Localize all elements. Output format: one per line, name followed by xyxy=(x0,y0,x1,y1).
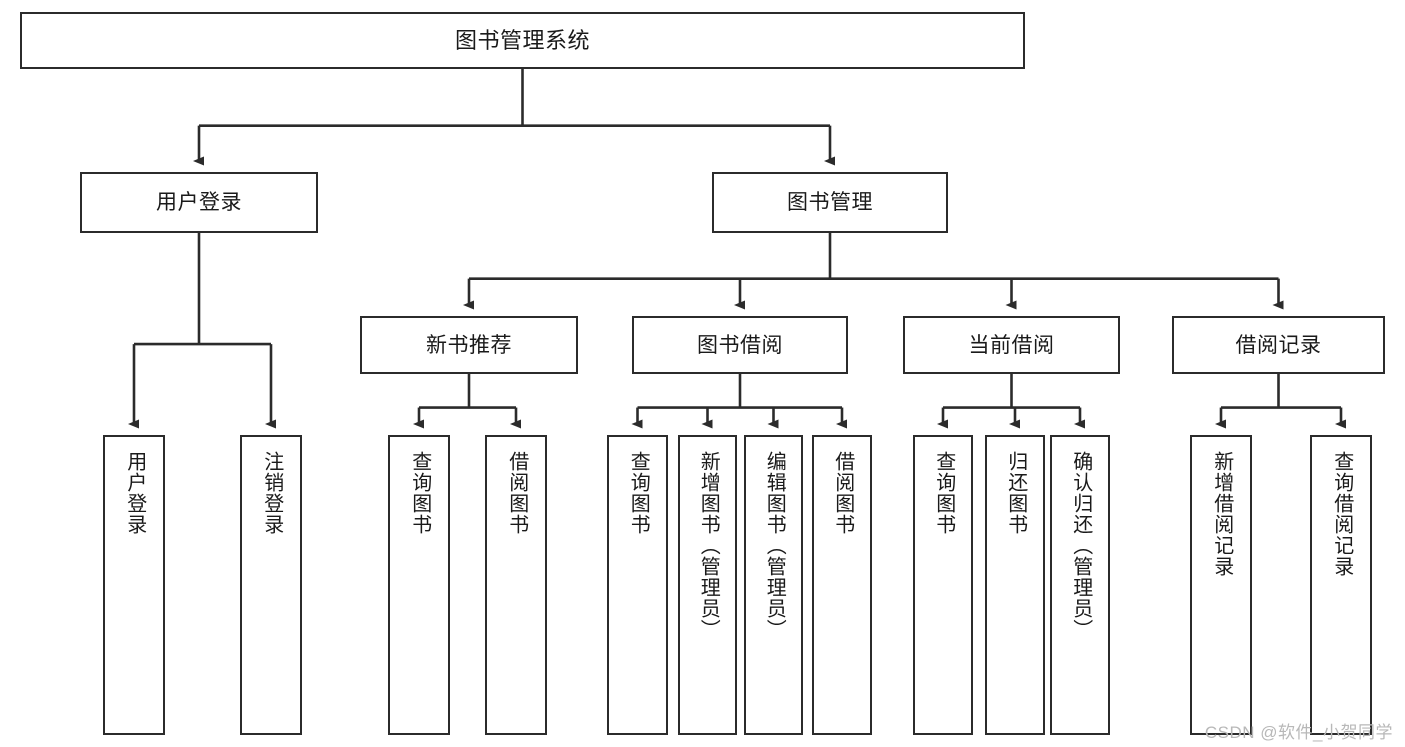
node-leaf-add-borrow-record[interactable]: 新增借阅记录 xyxy=(1190,435,1252,735)
node-leaf-logout-login[interactable]: 注销登录 xyxy=(240,435,302,735)
node-leaf-borrow-book-rec[interactable]: 借阅图书 xyxy=(485,435,547,735)
node-book-manage[interactable]: 图书管理 xyxy=(712,172,948,233)
node-leaf-query-book-borrow-label: 查询图书 xyxy=(627,451,650,535)
node-leaf-edit-book-admin[interactable]: 编辑图书（管理员） xyxy=(744,435,803,735)
node-leaf-confirm-return-admin-label: 确认归还（管理员） xyxy=(1069,451,1092,640)
node-borrow-record-label: 借阅记录 xyxy=(1235,333,1322,357)
node-leaf-query-book-current-label: 查询图书 xyxy=(932,451,955,535)
node-leaf-user-login-label: 用户登录 xyxy=(123,451,146,535)
node-leaf-add-borrow-record-label: 新增借阅记录 xyxy=(1210,451,1233,577)
node-leaf-query-book-rec[interactable]: 查询图书 xyxy=(388,435,450,735)
node-leaf-edit-book-admin-label: 编辑图书（管理员） xyxy=(763,451,786,640)
node-leaf-borrow-book-rec-label: 借阅图书 xyxy=(505,451,528,535)
node-leaf-logout-login-label: 注销登录 xyxy=(260,451,283,535)
node-user-login[interactable]: 用户登录 xyxy=(80,172,318,233)
node-leaf-return-book[interactable]: 归还图书 xyxy=(985,435,1045,735)
node-current-borrow-label: 当前借阅 xyxy=(968,333,1055,357)
node-leaf-confirm-return-admin[interactable]: 确认归还（管理员） xyxy=(1050,435,1110,735)
node-leaf-query-borrow-record[interactable]: 查询借阅记录 xyxy=(1310,435,1372,735)
node-leaf-query-book-borrow[interactable]: 查询图书 xyxy=(607,435,668,735)
node-root[interactable]: 图书管理系统 xyxy=(20,12,1025,69)
node-leaf-query-book-current[interactable]: 查询图书 xyxy=(913,435,973,735)
node-new-book-recommend[interactable]: 新书推荐 xyxy=(360,316,578,374)
node-borrow-record[interactable]: 借阅记录 xyxy=(1172,316,1385,374)
node-leaf-query-borrow-record-label: 查询借阅记录 xyxy=(1330,451,1353,577)
node-leaf-borrow-book-label: 借阅图书 xyxy=(831,451,854,535)
node-leaf-return-book-label: 归还图书 xyxy=(1004,451,1027,535)
node-root-label: 图书管理系统 xyxy=(454,27,590,53)
node-book-borrow[interactable]: 图书借阅 xyxy=(632,316,848,374)
node-leaf-add-book-admin[interactable]: 新增图书（管理员） xyxy=(678,435,737,735)
node-new-book-recommend-label: 新书推荐 xyxy=(426,333,512,357)
node-user-login-label: 用户登录 xyxy=(156,191,242,214)
connector-group xyxy=(128,69,1346,429)
node-leaf-borrow-book[interactable]: 借阅图书 xyxy=(812,435,872,735)
node-leaf-add-book-admin-label: 新增图书（管理员） xyxy=(697,451,720,640)
node-leaf-query-book-rec-label: 查询图书 xyxy=(408,451,431,535)
node-leaf-user-login[interactable]: 用户登录 xyxy=(103,435,165,735)
node-current-borrow[interactable]: 当前借阅 xyxy=(903,316,1120,374)
node-book-borrow-label: 图书借阅 xyxy=(697,333,783,357)
node-book-manage-label: 图书管理 xyxy=(787,191,873,214)
